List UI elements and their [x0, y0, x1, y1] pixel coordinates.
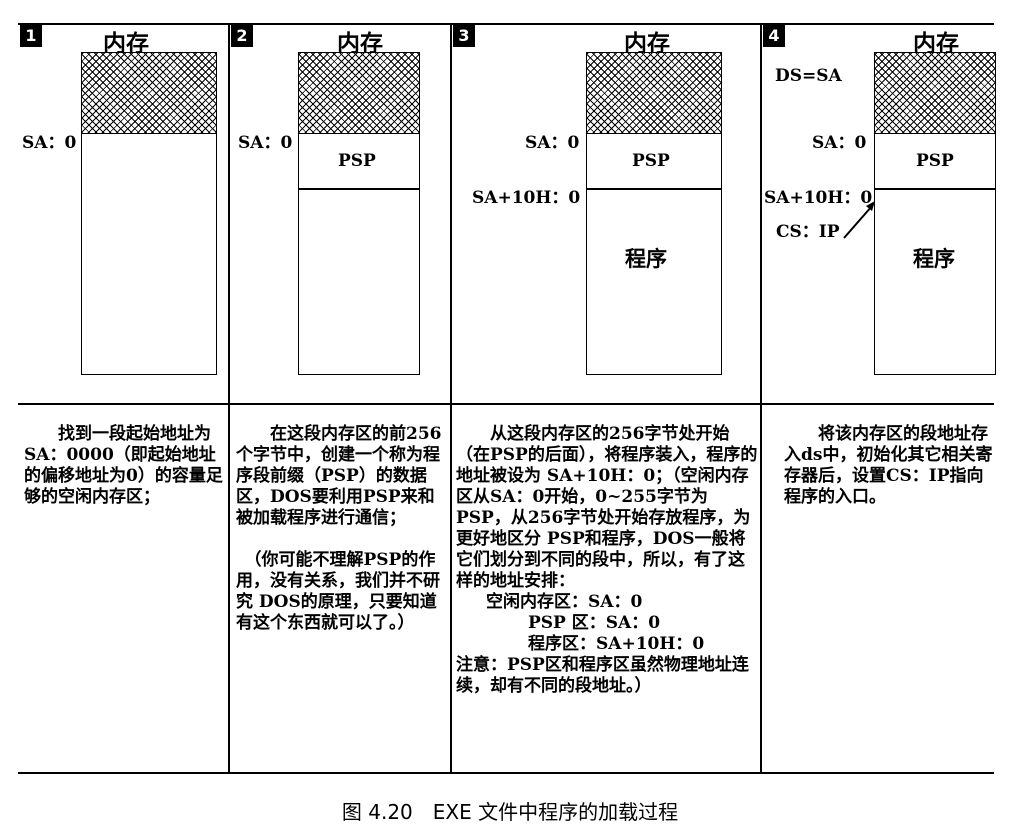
panel-3-memory — [586, 133, 722, 375]
panel-1-sa-label: SA：0 — [22, 133, 77, 153]
bottom-border — [18, 772, 994, 774]
panel-4-memory — [874, 133, 996, 375]
top-border — [18, 23, 994, 25]
panel-3-program-label: 程序 — [625, 246, 667, 271]
panel-4-number: 4 — [763, 25, 785, 47]
panel-1-number: 1 — [20, 25, 42, 47]
figure-caption: 图 4.20 EXE 文件中程序的加载过程 — [341, 800, 679, 824]
entry-point-arrow — [843, 201, 875, 239]
panel-2-number: 2 — [231, 25, 253, 47]
panel-3-number: 3 — [453, 25, 475, 47]
panel-4-description: 将该内存区的段地址存入ds中，初始化其它相关寄存器后，设置CS：IP指向程序的入… — [784, 424, 993, 507]
column-divider-3 — [760, 23, 762, 774]
panel-2-description: 在这段内存区的前256个字节中，创建一个称为程序段前缀（PSP）的数据区，DOS… — [236, 424, 442, 633]
panel-2-memory — [298, 133, 420, 375]
panel-1-description: 找到一段起始地址为SA：0000（即起始地址的偏移地址为0）的容量足够的空闲内存… — [24, 424, 223, 507]
panel-3-psp-divider — [586, 188, 722, 190]
panel-3-occupied-memory — [586, 52, 722, 134]
panel-4-sa-label: SA：0 — [812, 133, 867, 153]
panel-3-description: 从这段内存区的256字节处开始（在PSP的后面），将程序装入，程序的地址被设为 … — [456, 424, 758, 696]
panel-4-csip-label: CS：IP — [776, 222, 840, 242]
panel-4-program-label: 程序 — [913, 246, 955, 271]
panel-3-psp-label: PSP — [632, 151, 670, 171]
panel-1-free-memory — [81, 133, 217, 375]
panel-2-sa-label: SA：0 — [238, 133, 293, 153]
panel-2-occupied-memory — [298, 52, 420, 134]
panel-4-occupied-memory — [874, 52, 996, 134]
panel-4-sa10-label: SA+10H：0 — [764, 188, 873, 208]
panel-1-occupied-memory — [81, 52, 217, 134]
middle-border — [18, 403, 994, 405]
panel-2-psp-divider — [298, 188, 420, 190]
panel-2-psp-label: PSP — [338, 151, 376, 171]
column-divider-1 — [228, 23, 230, 774]
column-divider-2 — [450, 23, 452, 774]
panel-4-psp-label: PSP — [916, 151, 954, 171]
panel-3-sa10-label: SA+10H：0 — [472, 188, 581, 208]
panel-4-ds-label: DS=SA — [775, 66, 842, 86]
panel-3-sa-label: SA：0 — [525, 133, 580, 153]
panel-4-psp-divider — [874, 188, 996, 190]
